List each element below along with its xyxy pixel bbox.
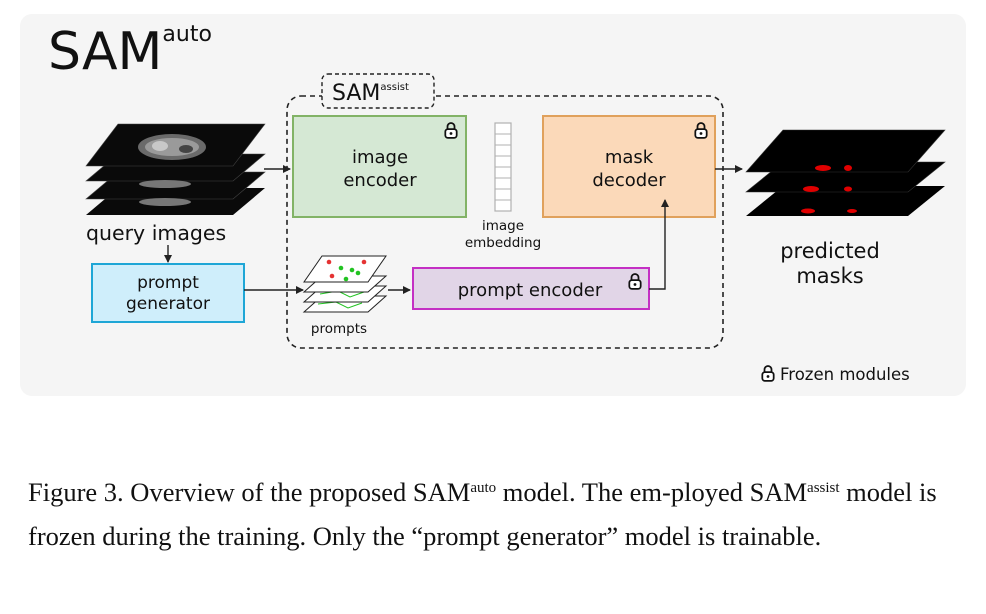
caption-part-3: model is frozen during the training. Onl… <box>28 477 937 551</box>
mask-decoder-label-line2: decoder <box>592 170 666 191</box>
arrow-prompt-encoder-to-decoder <box>649 199 669 290</box>
caption-sup-1: auto <box>470 480 497 496</box>
prompt-encoder-label: prompt encoder <box>458 280 603 301</box>
mask-decoder-box <box>542 115 716 218</box>
prompt-generator-label-line1: prompt <box>137 273 199 293</box>
image-encoder-label-line2: encoder <box>343 170 417 191</box>
query-images-stack <box>85 123 266 215</box>
sam-auto-title: SAMauto <box>48 24 212 79</box>
mask-decoder-label-line1: mask <box>605 147 654 168</box>
predicted-masks-label-line1: predicted <box>780 239 880 263</box>
prompts-label: prompts <box>311 321 367 337</box>
title-base: SAM <box>48 22 163 82</box>
caption-sup-2: assist <box>807 480 840 496</box>
caption-part-2: model. The em-ployed SAM <box>496 477 808 507</box>
query-images-label: query images <box>86 221 226 245</box>
image-encoder-box <box>292 115 467 218</box>
image-encoder-label-line1: image <box>352 147 408 168</box>
sam-assist-label: SAMassist <box>332 81 409 106</box>
prompts-stack <box>302 255 388 313</box>
caption-part-1: Figure 3. Overview of the proposed SAM <box>28 477 471 507</box>
predicted-masks-stack <box>745 129 946 216</box>
sam-assist-container <box>286 95 724 349</box>
predicted-masks-label-line2: masks <box>796 264 863 288</box>
sam-assist-label-box <box>321 73 435 109</box>
embedding-label-line1: image <box>482 218 524 234</box>
frozen-modules-legend: Frozen modules <box>780 365 910 384</box>
figure-caption: Figure 3. Overview of the proposed SAMau… <box>28 470 960 558</box>
lock-icon <box>761 365 775 382</box>
prompt-generator-label-line2: generator <box>126 294 210 314</box>
image-embedding-column <box>494 122 512 212</box>
prompt-encoder-box <box>412 267 650 310</box>
prompt-generator-box[interactable] <box>91 263 245 323</box>
title-superscript: auto <box>162 22 212 47</box>
embedding-label-line2: embedding <box>465 235 541 251</box>
